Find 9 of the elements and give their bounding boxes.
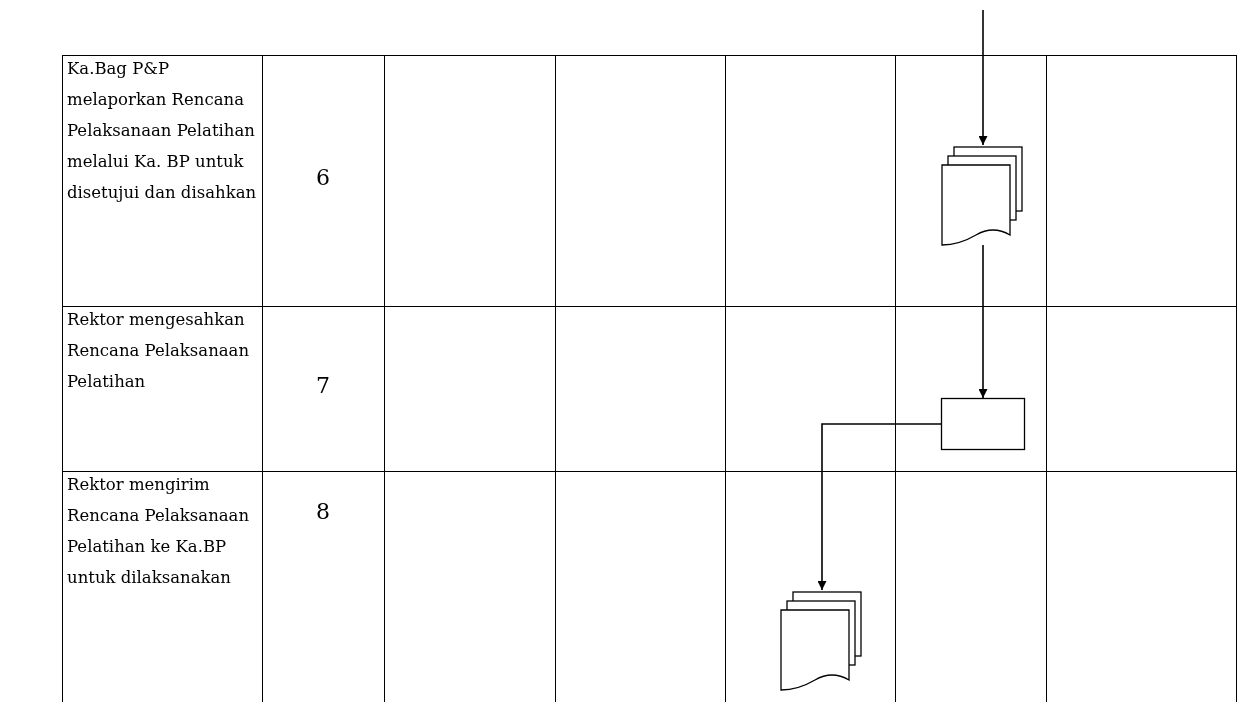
arrow (978, 9, 988, 146)
step-number: 8 (316, 499, 330, 524)
step-number: 7 (316, 372, 330, 398)
step-description: Ka.Bag P&P melaporkan Rencana Pelaksanaan Pelatihan melalui Ka. BP untuk disetujui dan disahkan (67, 58, 257, 204)
arrow (817, 423, 942, 591)
arrow (978, 244, 988, 399)
step-description: Rektor mengesahkan Rencana Pelaksanaan Pelatihan (67, 309, 251, 393)
step-number: 6 (316, 164, 330, 190)
step-description: Rektor mengirim Rencana Pelaksanaan Pelatihan ke Ka.BP untuk dilaksanakan (67, 474, 251, 589)
